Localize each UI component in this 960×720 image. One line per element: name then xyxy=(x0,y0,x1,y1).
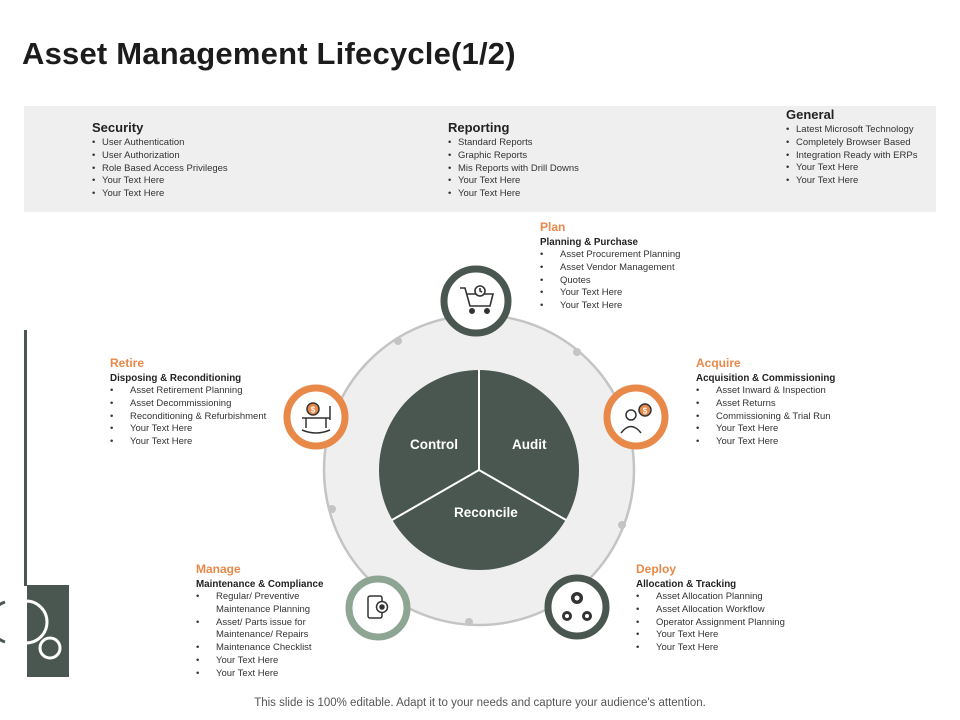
list-item: Asset Decommissioning xyxy=(110,398,300,411)
segment-audit-label: Audit xyxy=(512,437,547,452)
deploy-subheading: Allocation & Tracking xyxy=(636,579,737,590)
list-item: Mis Reports with Drill Downs xyxy=(448,163,688,176)
manage-node xyxy=(345,575,411,641)
ring-dot xyxy=(573,348,581,356)
list-item: Asset Procurement Planning xyxy=(540,249,760,262)
ring-dot xyxy=(618,521,626,529)
gears-icon xyxy=(562,592,592,621)
list-item: Your Text Here xyxy=(636,642,856,655)
decor-circle-small xyxy=(38,636,62,660)
list-item: User Authentication xyxy=(92,137,332,150)
ring-dot xyxy=(394,337,402,345)
list-item: Your Text Here xyxy=(696,423,896,436)
svg-text:$: $ xyxy=(643,407,648,416)
list-item: Quotes xyxy=(540,275,760,288)
list-item: Maintenance Checklist xyxy=(196,642,336,655)
retire-text: Retire Disposing & Reconditioning Asset … xyxy=(110,356,300,449)
ring-dot xyxy=(465,618,473,626)
list-item: Your Text Here xyxy=(786,162,926,175)
list-item: Asset Vendor Management xyxy=(540,262,760,275)
acquire-text: Acquire Acquisition & Commissioning Asse… xyxy=(696,356,896,449)
reporting-list: Standard ReportsGraphic ReportsMis Repor… xyxy=(448,137,688,201)
general-heading: General xyxy=(786,107,835,122)
decor-circle-large xyxy=(3,599,49,645)
list-item: Graphic Reports xyxy=(448,150,688,163)
list-item: Your Text Here xyxy=(786,175,926,188)
list-item: Asset Allocation Planning xyxy=(636,591,856,604)
reporting-column: Reporting Standard ReportsGraphic Report… xyxy=(448,120,688,201)
retire-heading: Retire xyxy=(110,356,145,370)
list-item: Asset Inward & Inspection xyxy=(696,385,896,398)
manage-subheading: Maintenance & Compliance xyxy=(196,579,324,590)
tablet-gear-icon xyxy=(367,595,389,619)
decor-left-box xyxy=(27,585,69,677)
list-item: Your Text Here xyxy=(110,436,300,449)
list-item: Your Text Here xyxy=(636,629,856,642)
list-item: Your Text Here xyxy=(448,175,688,188)
acquire-node: $ xyxy=(603,384,669,450)
ring-dot xyxy=(328,505,336,513)
list-item: Role Based Access Privileges xyxy=(92,163,332,176)
reporting-heading: Reporting xyxy=(448,120,510,135)
shopping-cart-icon xyxy=(460,285,495,314)
list-item: User Authorization xyxy=(92,150,332,163)
list-item: Integration Ready with ERPs xyxy=(786,150,926,163)
plan-text: Plan Planning & Purchase Asset Procureme… xyxy=(540,220,760,313)
list-item: Your Text Here xyxy=(196,668,336,681)
pie-divider xyxy=(391,469,480,521)
rocking-chair-dollar-icon: $ xyxy=(301,402,331,434)
plan-subheading: Planning & Purchase xyxy=(540,237,638,248)
list-item: Operator Assignment Planning xyxy=(636,617,856,630)
plan-heading: Plan xyxy=(540,220,566,234)
list-item: Regular/ Preventive Maintenance Planning xyxy=(196,591,336,617)
list-item: Your Text Here xyxy=(696,436,896,449)
list-item: Your Text Here xyxy=(540,287,760,300)
list-item: Your Text Here xyxy=(448,188,688,201)
deploy-text: Deploy Allocation & Tracking Asset Alloc… xyxy=(636,562,856,655)
general-list: Latest Microsoft TechnologyCompletely Br… xyxy=(786,124,926,188)
segment-reconcile-label: Reconcile xyxy=(454,505,518,520)
manage-list: Regular/ Preventive Maintenance Planning… xyxy=(196,591,336,681)
acquire-list: Asset Inward & InspectionAsset ReturnsCo… xyxy=(696,385,896,449)
general-column: General Latest Microsoft TechnologyCompl… xyxy=(786,107,926,188)
plan-list: Asset Procurement PlanningAsset Vendor M… xyxy=(540,249,760,313)
list-item: Commissioning & Trial Run xyxy=(696,411,896,424)
list-item: Your Text Here xyxy=(196,655,336,668)
list-item: Asset Retirement Planning xyxy=(110,385,300,398)
list-item: Your Text Here xyxy=(92,188,332,201)
footer-note: This slide is 100% editable. Adapt it to… xyxy=(254,697,706,709)
decor-left-bar xyxy=(24,330,27,586)
deploy-list: Asset Allocation PlanningAsset Allocatio… xyxy=(636,591,856,655)
list-item: Your Text Here xyxy=(540,300,760,313)
manage-text: Manage Maintenance & Compliance Regular/… xyxy=(196,562,336,681)
list-item: Asset Returns xyxy=(696,398,896,411)
security-column: Security User AuthenticationUser Authori… xyxy=(92,120,332,201)
pie-divider xyxy=(478,469,567,521)
segment-control-label: Control xyxy=(410,437,458,452)
acquire-subheading: Acquisition & Commissioning xyxy=(696,373,836,384)
list-item: Asset/ Parts issue for Maintenance/ Repa… xyxy=(196,617,336,643)
list-item: Standard Reports xyxy=(448,137,688,150)
security-heading: Security xyxy=(92,120,144,135)
manage-heading: Manage xyxy=(196,562,241,576)
security-list: User AuthenticationUser AuthorizationRol… xyxy=(92,137,332,201)
retire-subheading: Disposing & Reconditioning xyxy=(110,373,242,384)
page-title: Asset Management Lifecycle(1/2) xyxy=(22,36,516,71)
plan-node xyxy=(440,265,512,337)
list-item: Asset Allocation Workflow xyxy=(636,604,856,617)
retire-list: Asset Retirement PlanningAsset Decommiss… xyxy=(110,385,300,449)
list-item: Your Text Here xyxy=(92,175,332,188)
deploy-heading: Deploy xyxy=(636,562,677,576)
deploy-node xyxy=(544,574,610,640)
list-item: Reconditioning & Refurbishment xyxy=(110,411,300,424)
svg-text:$: $ xyxy=(311,406,316,415)
acquire-heading: Acquire xyxy=(696,356,741,370)
list-item: Your Text Here xyxy=(110,423,300,436)
list-item: Completely Browser Based xyxy=(786,137,926,150)
person-dollar-icon: $ xyxy=(620,403,652,434)
list-item: Latest Microsoft Technology xyxy=(786,124,926,137)
